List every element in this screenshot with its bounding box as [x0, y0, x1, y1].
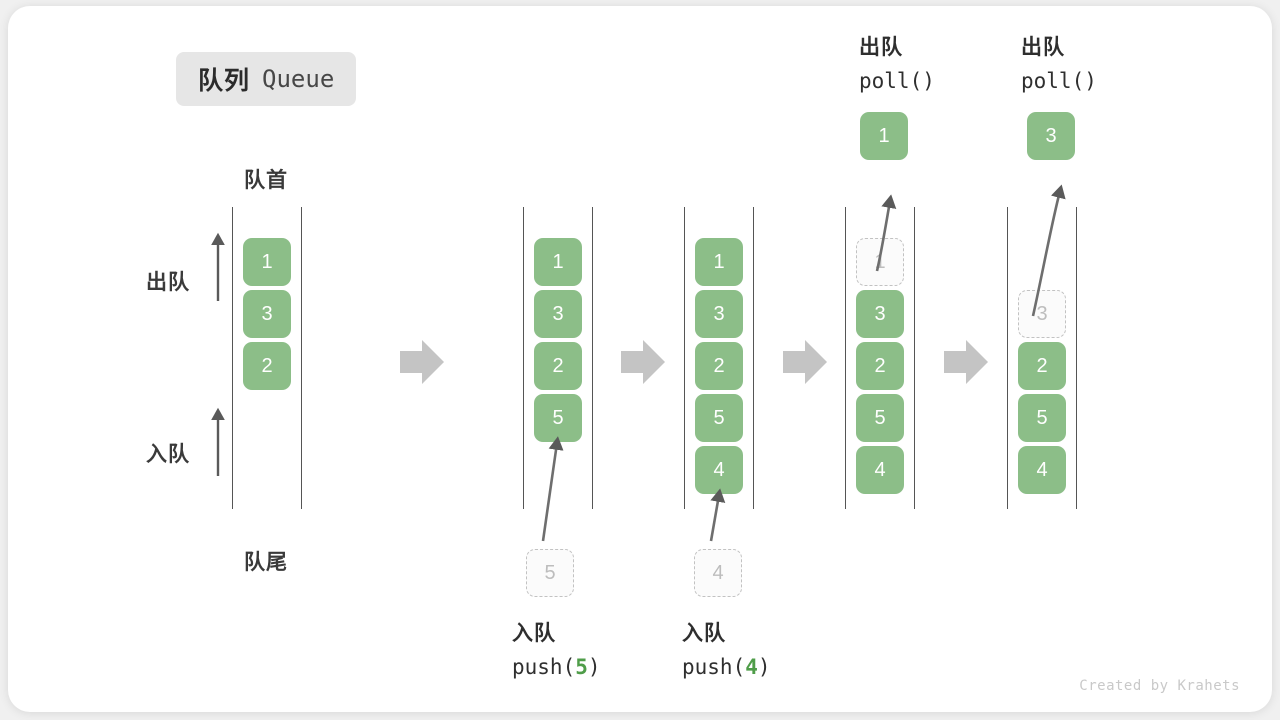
queue-cell: 5	[1018, 394, 1066, 442]
queue-rail-left	[232, 207, 233, 509]
credit-text: Created by Krahets	[1079, 678, 1240, 694]
diagram-card: 队列 Queue 队首 队尾 出队 入队 1 3 2 1 3 2 5	[8, 6, 1272, 712]
queue-cell: 4	[1018, 446, 1066, 494]
step-arrow	[944, 340, 988, 384]
queue-cell: 2	[243, 342, 291, 390]
queue-rail-left	[845, 207, 846, 509]
queue-rail-left	[1007, 207, 1008, 509]
queue-cell: 3	[695, 290, 743, 338]
step-arrow	[621, 340, 665, 384]
queue-cell: 3	[534, 290, 582, 338]
step-arrow	[400, 340, 444, 384]
queue-cell: 2	[534, 342, 582, 390]
queue-rail-left	[684, 207, 685, 509]
queue-column-initial: 1 3 2	[232, 207, 302, 509]
queue-cell-removed: 1	[856, 238, 904, 286]
push-4-chinese: 入队	[682, 622, 726, 645]
push-4-close: )	[757, 654, 771, 679]
incoming-element-4: 4	[694, 549, 742, 597]
queue-rail-right	[914, 207, 915, 509]
queue-rail-right	[592, 207, 593, 509]
push-5-fn: push(	[512, 654, 576, 679]
queue-column-poll-1: 1 3 2 5 4	[845, 207, 915, 509]
poll-1-chinese: 出队	[859, 36, 903, 59]
queue-cell: 5	[695, 394, 743, 442]
poll-1-code: poll()	[859, 68, 935, 93]
queue-cell: 5	[534, 394, 582, 442]
push-4-code: push(4)	[682, 651, 771, 684]
queue-rail-right	[753, 207, 754, 509]
queue-cell: 2	[695, 342, 743, 390]
operation-label-push-4: 入队 push(4)	[682, 618, 771, 683]
queue-rail-left	[523, 207, 524, 509]
operation-label-poll-1: 出队 poll()	[859, 32, 935, 97]
title-chinese: 队列	[198, 67, 251, 95]
incoming-element-5: 5	[526, 549, 574, 597]
queue-rail-right	[1076, 207, 1077, 509]
queue-cell: 1	[695, 238, 743, 286]
operation-label-poll-2: 出队 poll()	[1021, 32, 1097, 97]
dequeue-direction-label: 出队	[146, 271, 190, 294]
push-5-chinese: 入队	[512, 622, 556, 645]
queue-cell: 1	[243, 238, 291, 286]
queue-column-after-push-5: 1 3 2 5	[523, 207, 593, 509]
arrow-overlay	[211, 184, 1066, 542]
push-4-fn: push(	[682, 654, 746, 679]
queue-cell: 2	[1018, 342, 1066, 390]
queue-rail-right	[301, 207, 302, 509]
queue-column-after-push-4: 1 3 2 5 4	[684, 207, 754, 509]
queue-head-label: 队首	[244, 169, 288, 192]
queue-cell: 1	[534, 238, 582, 286]
queue-tail-label: 队尾	[244, 551, 288, 574]
poll-result-1: 1	[860, 112, 908, 160]
operation-label-push-5: 入队 push(5)	[512, 618, 601, 683]
queue-cell: 3	[856, 290, 904, 338]
poll-result-3: 3	[1027, 112, 1075, 160]
queue-cell: 5	[856, 394, 904, 442]
queue-cell-removed: 3	[1018, 290, 1066, 338]
step-arrow	[783, 340, 827, 384]
poll-2-code: poll()	[1021, 68, 1097, 93]
queue-cell: 4	[695, 446, 743, 494]
queue-cell: 3	[243, 290, 291, 338]
queue-column-poll-3: 3 2 5 4	[1007, 207, 1077, 509]
queue-cell: 4	[856, 446, 904, 494]
push-5-close: )	[587, 654, 601, 679]
title-english: Queue	[262, 65, 335, 93]
push-5-value: 5	[575, 654, 588, 679]
push-4-value: 4	[745, 654, 758, 679]
enqueue-direction-label: 入队	[146, 443, 190, 466]
poll-2-chinese: 出队	[1021, 36, 1065, 59]
push-5-code: push(5)	[512, 651, 601, 684]
title-badge: 队列 Queue	[176, 52, 357, 106]
queue-cell: 2	[856, 342, 904, 390]
